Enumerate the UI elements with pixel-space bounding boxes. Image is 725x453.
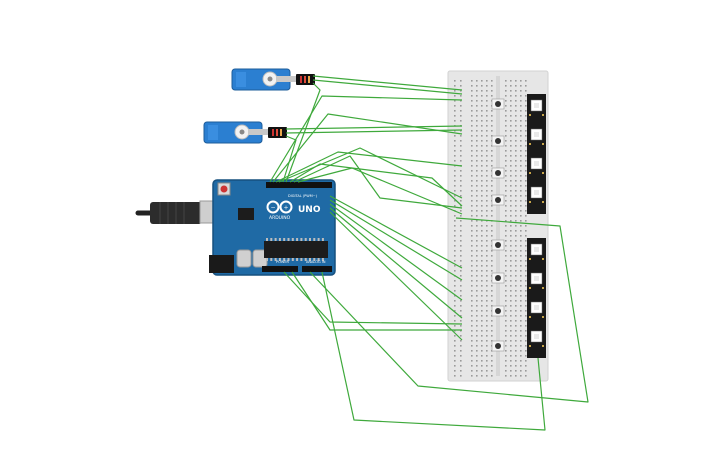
wire xyxy=(283,271,463,325)
led-strip-lower[interactable] xyxy=(527,238,546,358)
upper-rgb-led-icon-1 xyxy=(529,99,544,116)
wire xyxy=(297,167,463,215)
upper-rgb-led-icon-4 xyxy=(529,186,544,203)
wire xyxy=(329,203,463,301)
pushbutton-7[interactable] xyxy=(491,305,505,317)
breadboard[interactable] xyxy=(447,70,549,382)
pushbutton-icon xyxy=(495,343,501,349)
pushbutton-icon xyxy=(495,170,501,176)
servo-motor-2[interactable] xyxy=(203,121,287,144)
lower-rgb-led-icon-4 xyxy=(529,330,544,347)
atmega-chip xyxy=(264,241,328,258)
wire xyxy=(278,147,463,199)
lower-rgb-led-icon-1 xyxy=(529,243,544,260)
pushbutton-icon xyxy=(495,138,501,144)
wire xyxy=(269,95,463,183)
wire xyxy=(329,199,463,281)
upper-rgb-led-icon-2 xyxy=(529,128,544,145)
pushbutton-2[interactable] xyxy=(491,135,505,147)
servo-motor-1[interactable] xyxy=(231,68,315,91)
wire xyxy=(312,75,463,91)
wire xyxy=(291,271,462,331)
wire xyxy=(309,217,589,403)
wire xyxy=(289,163,463,207)
wire xyxy=(275,151,463,183)
pushbutton-3[interactable] xyxy=(491,167,505,179)
pushbutton-icon xyxy=(495,101,501,107)
lower-rgb-led-icon-3 xyxy=(529,301,544,318)
pushbutton-icon xyxy=(495,275,501,281)
digital-header-label: DIGITAL (PWM~) xyxy=(288,194,318,198)
led-strip-upper-pixels xyxy=(529,99,544,203)
wire xyxy=(272,113,463,183)
wire xyxy=(285,125,463,130)
pushbutton-group xyxy=(491,98,505,352)
power-header-label: POWER xyxy=(276,260,290,264)
lower-rgb-led-icon-2 xyxy=(529,272,544,289)
svg-text:+: + xyxy=(284,205,289,212)
dc-barrel-jack-icon xyxy=(209,255,234,273)
led-strip-lower-pixels xyxy=(529,243,544,347)
pushbutton-icon xyxy=(495,308,501,314)
pushbutton-icon xyxy=(495,197,501,203)
pushbutton-4[interactable] xyxy=(491,194,505,206)
breadboard-holes xyxy=(454,80,527,377)
pushbutton-1[interactable] xyxy=(491,98,505,110)
led-strip-upper[interactable] xyxy=(527,94,546,214)
analog-header[interactable] xyxy=(302,266,332,272)
wires xyxy=(269,75,589,431)
digital-header[interactable] xyxy=(266,182,332,188)
wire xyxy=(312,79,463,95)
wire xyxy=(293,155,463,209)
power-header[interactable] xyxy=(262,266,298,272)
arduino-model-label: UNO xyxy=(298,205,321,215)
breadboard-center-channel xyxy=(496,76,500,376)
wire xyxy=(329,207,463,319)
chip-pins xyxy=(266,238,324,261)
upper-rgb-led-icon-3 xyxy=(529,157,544,174)
svg-text:−: − xyxy=(271,205,276,212)
analog-header-label: ANALOG IN xyxy=(306,260,326,264)
wire xyxy=(285,129,463,134)
arduino-uno-board[interactable]: − + ARDUINO UNO DIGITAL (PWM~) POWER ANA… xyxy=(209,179,336,276)
pushbutton-6[interactable] xyxy=(491,272,505,284)
infinity-logo-icon: − + xyxy=(266,200,293,214)
arduino-brand-label: ARDUINO xyxy=(269,215,291,221)
wire xyxy=(329,211,463,341)
pushbutton-icon xyxy=(495,242,501,248)
wire xyxy=(329,195,463,269)
pushbutton-5[interactable] xyxy=(491,239,505,251)
wire xyxy=(321,271,546,431)
pushbutton-8[interactable] xyxy=(491,340,505,352)
